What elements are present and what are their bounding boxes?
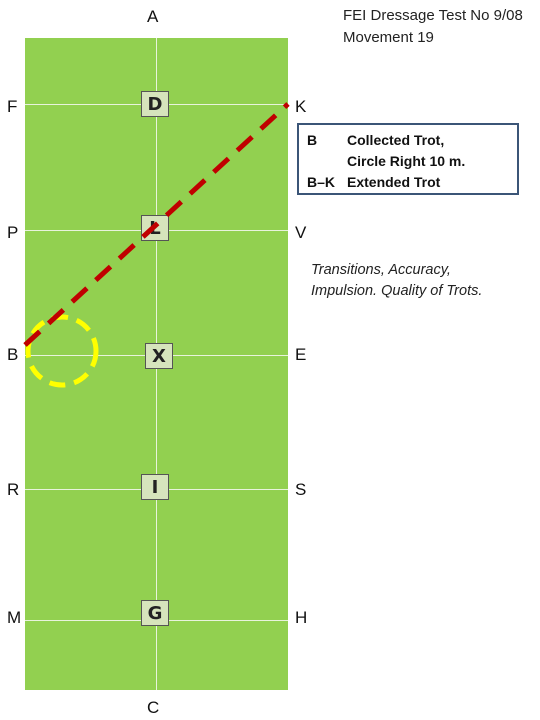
marker-d: D [141, 91, 169, 117]
marker-i: I [141, 474, 169, 500]
marker-l: L [141, 215, 169, 241]
notes-line-2: Impulsion. Quality of Trots. [311, 283, 483, 299]
marker-g: G [141, 600, 169, 626]
letter-h: H [295, 608, 308, 627]
letter-c: C [147, 698, 160, 717]
instruction-extended-trot: Extended Trot [347, 174, 441, 190]
letter-f: F [7, 97, 18, 116]
marker-x: X [145, 343, 173, 369]
letter-v: V [295, 223, 307, 242]
letter-a: A [147, 7, 159, 26]
letter-r: R [7, 480, 20, 499]
letter-p: P [7, 223, 19, 242]
test-title: FEI Dressage Test No 9/08 [343, 7, 523, 24]
instruction-circle-right: Circle Right 10 m. [347, 153, 466, 169]
instruction-marker-b: B [307, 132, 318, 148]
instruction-marker-bk: B–K [307, 174, 336, 190]
instruction-box: B Collected Trot, Circle Right 10 m. B–K… [297, 123, 519, 195]
letter-s: S [295, 480, 307, 499]
letter-e: E [295, 345, 307, 364]
notes-line-1: Transitions, Accuracy, [311, 262, 451, 278]
instruction-collected-trot: Collected Trot, [347, 132, 445, 148]
movement-label: Movement 19 [343, 29, 434, 46]
letter-b: B [7, 345, 19, 364]
letter-m: M [7, 608, 22, 627]
judging-notes: Transitions, Accuracy, Impulsion. Qualit… [311, 260, 536, 302]
letter-k: K [295, 97, 307, 116]
